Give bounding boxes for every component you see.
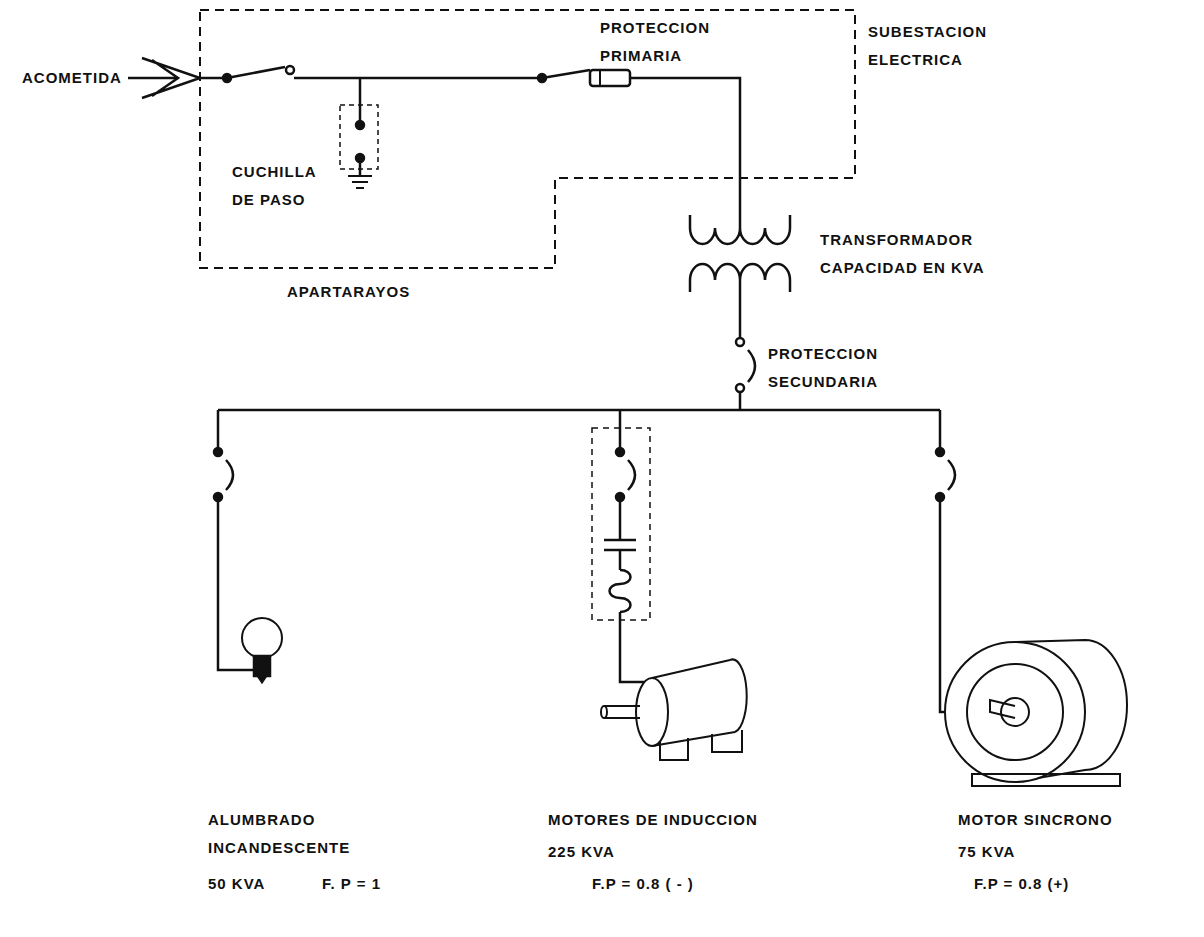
motor-front [636, 678, 668, 746]
lamp-base [254, 656, 270, 676]
main-bus [218, 392, 940, 410]
lamp-tip [258, 676, 266, 682]
switch-contact [286, 66, 294, 74]
substation-boundary [200, 10, 855, 268]
arrester-electrode [356, 154, 364, 162]
arrester-electrode [356, 121, 364, 129]
capacitor-plates [604, 540, 636, 550]
breaker-contact [616, 493, 624, 501]
primary-fuse [590, 70, 630, 86]
load-label: ALUMBRADO INCANDESCENTE [208, 806, 368, 862]
secondary-wire [739, 280, 742, 338]
shaft-end [601, 706, 607, 718]
arrester-box [340, 105, 378, 169]
feed-label: ACOMETIDA [22, 64, 122, 92]
motor-shaft [604, 706, 640, 718]
branch-wire [218, 410, 940, 448]
ground-symbol [348, 176, 372, 188]
starter-box [592, 428, 650, 620]
protection-label: PROTECCION SECUNDARIA [768, 340, 908, 396]
motor-rear [730, 659, 747, 732]
breaker-arc [748, 350, 755, 382]
breaker-arc [226, 460, 233, 490]
load-label: MOTORES DE INDUCCION [548, 806, 758, 834]
synchronous-motor [945, 640, 1127, 786]
load-rating: 75 KVA [958, 838, 1015, 866]
primary-wire [630, 78, 740, 215]
motor-shaft [990, 700, 1015, 718]
motor-inner-ring [967, 664, 1063, 760]
load-label: MOTOR SINCRONO [958, 806, 1113, 834]
service-wire [128, 77, 227, 80]
induction-motor [601, 659, 747, 760]
power-factor: F.P = 0.8 (+) [974, 870, 1069, 898]
breaker-contact [936, 493, 944, 501]
breaker-arc [948, 460, 955, 490]
primary-switch-blade [542, 70, 590, 78]
knife-switch-blade [227, 67, 285, 78]
switch-label: CUCHILLA DE PASO [232, 158, 332, 214]
lighting-wire [218, 501, 254, 670]
transformer-label: TRANSFORMADOR CAPACIDAD EN KVA [820, 226, 1015, 282]
power-factor: F.P = 0.8 ( - ) [592, 870, 694, 898]
overload-coil [610, 570, 631, 612]
load-rating: 50 KVA [208, 870, 265, 898]
sync-motor-wire [940, 501, 945, 712]
branch-breakers [214, 410, 955, 501]
lamp-bulb [242, 618, 282, 658]
bus-wire [294, 77, 542, 80]
breaker-contact [936, 448, 944, 456]
arrester-label: APARTARAYOS [287, 278, 410, 306]
motor-wire [620, 612, 646, 682]
transformer-primary-coil [690, 215, 790, 244]
primary-fuse-band [599, 70, 601, 86]
breaker-contact [736, 338, 744, 346]
region-title: SUBESTACION ELECTRICA [868, 18, 1013, 74]
motor-base [972, 774, 1120, 786]
motor-feet [660, 730, 742, 760]
starter-wire [619, 501, 622, 570]
protection-label: PROTECCION PRIMARIA [600, 14, 730, 70]
breaker-contact [736, 384, 744, 392]
breaker-contact [214, 493, 222, 501]
load-rating: 225 KVA [548, 838, 615, 866]
breaker-arc [628, 460, 635, 490]
motor-disc [945, 642, 1085, 782]
breaker-contact [214, 448, 222, 456]
power-factor: F. P = 1 [322, 870, 381, 898]
breaker-contact [616, 448, 624, 456]
motor-hub [1001, 698, 1029, 726]
